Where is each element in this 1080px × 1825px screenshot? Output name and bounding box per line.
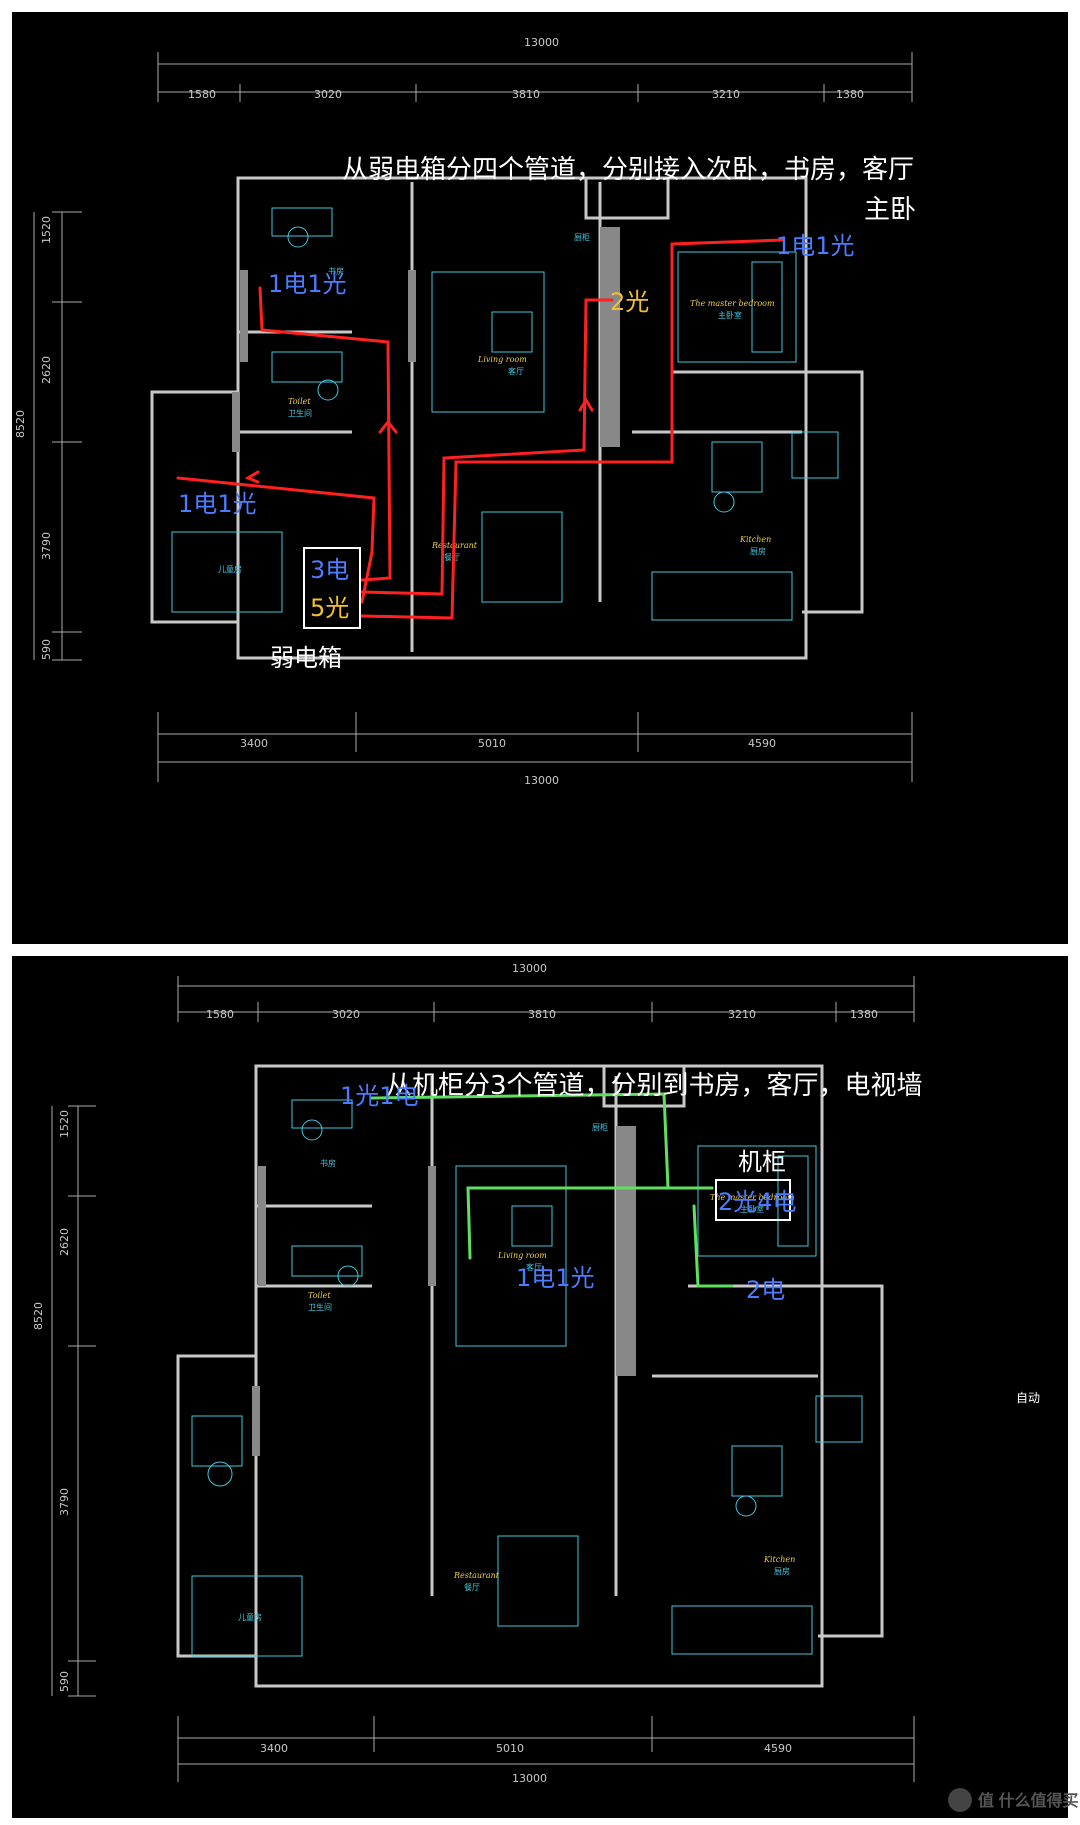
dim-seg-2-b: 3020 [332, 1008, 360, 1021]
dim-total-top-2: 13000 [512, 962, 547, 975]
walls-top [150, 176, 864, 660]
dim-left-2: 2620 [40, 356, 53, 384]
dim-seg-5: 1380 [836, 88, 864, 101]
dim-left-total: 8520 [14, 410, 27, 438]
dim-left-4-b: 590 [58, 1671, 71, 1692]
dim-seg-1-b: 1580 [206, 1008, 234, 1021]
room-dining-cn: 餐厅 [444, 553, 460, 562]
floorplan-cabinet: 13000 1580 3020 3810 3210 1380 3400 5010… [12, 956, 1068, 1818]
room-kitchen-en: Kitchen [739, 535, 771, 544]
label-tv-wall: 2电 [746, 1276, 785, 1304]
room-master-en-b: The master bedroom [710, 1193, 795, 1202]
dim-bottom-2: 5010 [478, 737, 506, 750]
furniture-top [171, 207, 839, 621]
room-bath-cn-b: 卫生间 [308, 1302, 332, 1312]
room-master-cn: 主卧室 [718, 310, 742, 320]
room-bath-cn: 卫生间 [288, 408, 312, 418]
dim-total-top: 13000 [524, 36, 559, 49]
floorplan-top-svg: 13000 1580 3020 3810 3210 1380 3400 5010… [14, 36, 916, 787]
dim-left-2-b: 2620 [58, 1228, 71, 1256]
room-fridge-b: 厨柜 [592, 1122, 608, 1132]
furniture-bottom [191, 1099, 863, 1657]
floorplan-weak-box: 13000 1580 3020 3810 3210 1380 3400 5010… [12, 12, 1068, 944]
room-dining-en-b: Restaurant [453, 1571, 500, 1580]
room-living-en-b: Living room [497, 1251, 547, 1260]
label-study: 1电1光 [268, 270, 347, 298]
dim-seg-2: 3020 [314, 88, 342, 101]
room-kitchen-en-b: Kitchen [763, 1555, 795, 1564]
room-bath-en-b: Toilet [308, 1291, 331, 1300]
dim-bottom-1: 3400 [240, 737, 268, 750]
dim-left-3: 3790 [40, 532, 53, 560]
dim-left-4: 590 [40, 639, 53, 660]
label-study-b: 1光1电 [340, 1082, 419, 1110]
dim-bottom-1-b: 3400 [260, 1742, 288, 1755]
room-master-cn-b: 主卧室 [740, 1204, 764, 1214]
dimension-lines-bottom [51, 976, 915, 1782]
cabinet-caption: 机柜 [738, 1148, 786, 1176]
dim-seg-4-b: 3210 [728, 1008, 756, 1021]
label-auto: 自动 [1016, 1391, 1040, 1405]
room-fridge: 厨柜 [574, 232, 590, 242]
wall-fills-top [232, 227, 620, 452]
dim-seg-3-b: 3810 [528, 1008, 556, 1021]
weak-box-caption: 弱电箱 [270, 644, 342, 672]
room-kitchen-cn: 厨房 [750, 546, 766, 556]
room-kids: 儿童房 [218, 564, 242, 574]
weak-box-frame [303, 547, 361, 629]
weak-box-line1: 3电 [310, 556, 349, 584]
dim-seg-4: 3210 [712, 88, 740, 101]
room-kids-b: 儿童房 [238, 1612, 262, 1622]
label-living-2-fiber: 2光 [610, 288, 649, 316]
dim-left-total-b: 8520 [32, 1302, 45, 1330]
dimension-lines-top [33, 52, 913, 782]
dim-bottom-2-b: 5010 [496, 1742, 524, 1755]
bottom-note: 从机柜分3个管道，分别到书房，客厅，电视墙 [386, 1071, 923, 1101]
cabinet-frame [715, 1179, 791, 1221]
dim-total-bottom-2: 13000 [512, 1772, 547, 1785]
top-note-line2: 主卧 [864, 195, 916, 225]
cabinet-label: 2光4电 [718, 1188, 797, 1216]
green-conduit-routes [370, 1092, 734, 1288]
room-master-en: The master bedroom [690, 299, 775, 308]
label-living-b: 1电1光 [516, 1264, 595, 1292]
room-living-cn: 客厅 [508, 366, 524, 376]
label-kids-room: 1电1光 [178, 490, 257, 518]
room-study: 书房 [328, 266, 344, 276]
dim-bottom-3-b: 4590 [764, 1742, 792, 1755]
weak-box-line2: 5光 [310, 594, 349, 622]
room-study-b: 书房 [320, 1158, 336, 1168]
dim-seg-5-b: 1380 [850, 1008, 878, 1021]
dim-seg-3: 3810 [512, 88, 540, 101]
room-dining-cn-b: 餐厅 [464, 1583, 480, 1592]
dim-total-bottom: 13000 [524, 774, 559, 787]
room-bath-en: Toilet [288, 397, 311, 406]
floorplan-bottom-svg: 13000 1580 3020 3810 3210 1380 3400 5010… [32, 962, 1040, 1785]
room-living-en: Living room [477, 355, 527, 364]
label-master-bedroom: 1电1光 [776, 232, 855, 260]
red-conduit-routes [176, 238, 784, 620]
room-kitchen-cn-b: 厨房 [774, 1566, 790, 1576]
dim-left-1-b: 1520 [58, 1110, 71, 1138]
top-note-line1: 从弱电箱分四个管道，分别接入次卧，书房，客厅 [342, 155, 914, 185]
dim-bottom-3: 4590 [748, 737, 776, 750]
dim-left-3-b: 3790 [58, 1488, 71, 1516]
room-living-cn-b: 客厅 [526, 1262, 542, 1272]
dim-seg-1: 1580 [188, 88, 216, 101]
dim-left-1: 1520 [40, 216, 53, 244]
